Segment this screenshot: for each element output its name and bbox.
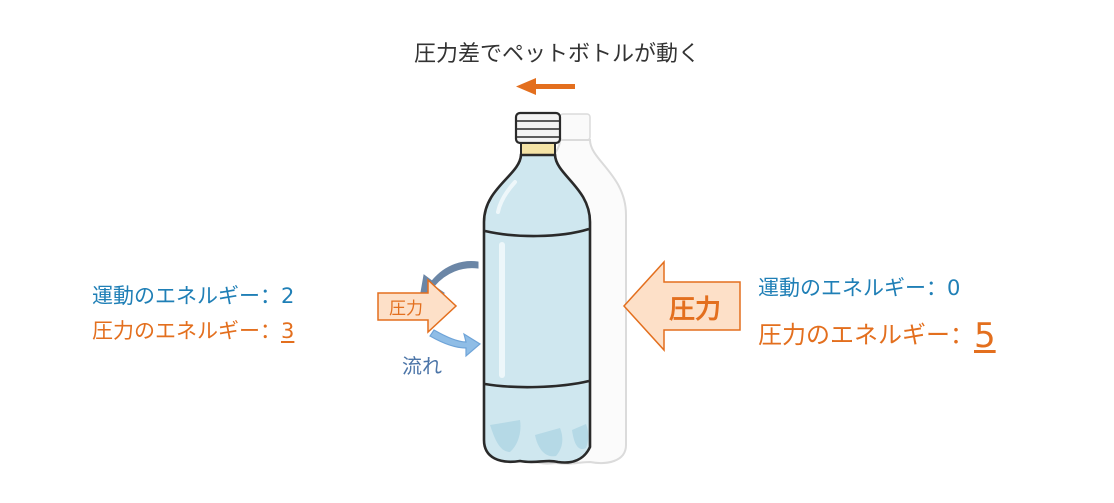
- right-kinetic-value: 0: [947, 276, 961, 300]
- left-pressure-label: 圧力のエネルギー：: [92, 319, 281, 343]
- flow-label: 流れ: [402, 354, 442, 378]
- left-kinetic-label: 運動のエネルギー：: [92, 284, 281, 308]
- left-pressure-energy: 圧力のエネルギー：3: [92, 315, 294, 345]
- pressure-arrow-small-icon: [377, 278, 458, 334]
- right-kinetic-energy: 運動のエネルギー：0: [758, 272, 960, 302]
- bottle: [482, 111, 592, 464]
- left-arrow-label: 圧力: [389, 299, 423, 319]
- flow-arrow-icon: [429, 329, 482, 358]
- right-pressure-label: 圧力のエネルギー：: [758, 321, 974, 349]
- page-title: 圧力差でペットボトルが動く: [413, 42, 700, 67]
- right-pressure-value: 5: [974, 316, 996, 356]
- pressure-arrow-big-icon: [622, 260, 741, 352]
- motion-arrow-icon: [516, 78, 575, 95]
- left-pressure-value: 3: [281, 319, 295, 343]
- left-kinetic-energy: 運動のエネルギー：2: [92, 280, 294, 310]
- right-kinetic-label: 運動のエネルギー：: [758, 276, 947, 300]
- right-arrow-label: 圧力: [668, 295, 721, 325]
- left-kinetic-value: 2: [281, 284, 295, 308]
- right-pressure-energy: 圧力のエネルギー：5: [758, 312, 996, 356]
